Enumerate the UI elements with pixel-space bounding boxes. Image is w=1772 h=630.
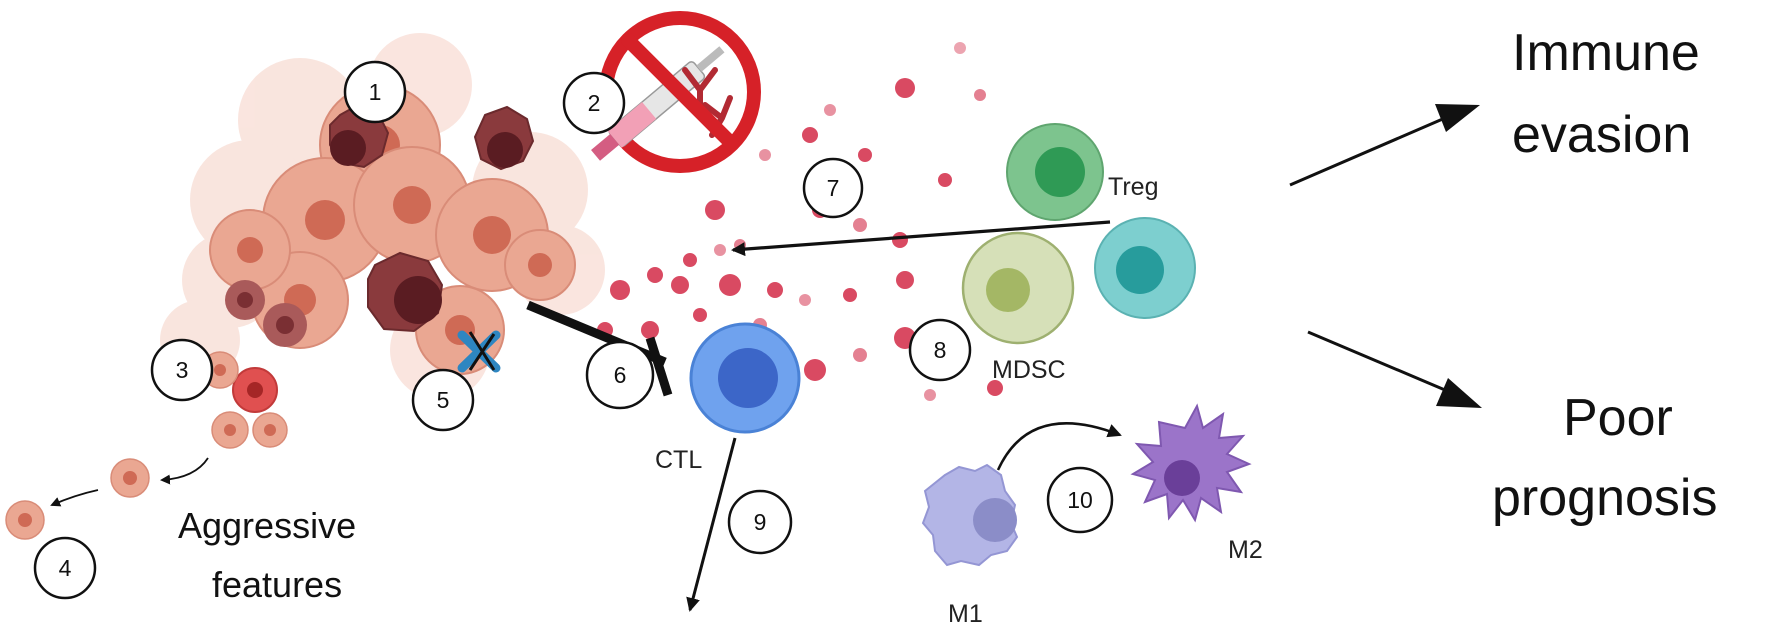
treg-label: Treg — [1108, 173, 1158, 201]
inhibition-bar — [645, 336, 673, 397]
suppression-arrow — [731, 220, 1111, 257]
step-number-3: 3 — [176, 357, 189, 383]
ctl-arrow — [686, 437, 737, 612]
immune-evasion-arrow — [1289, 104, 1480, 187]
dark-tumor-cells — [225, 103, 535, 347]
aggressive-features-line2: features — [212, 564, 342, 605]
step-number-2: 2 — [588, 90, 601, 116]
step-number-7: 7 — [827, 175, 840, 201]
step-marker-8: 8 — [908, 318, 972, 382]
mdsc-label: MDSC — [992, 356, 1066, 384]
m1-label: M1 — [948, 600, 983, 628]
step-marker-3: 3 — [150, 338, 214, 402]
poor-prognosis-line1: Poor — [1563, 389, 1673, 447]
poor-prognosis-line2: prognosis — [1492, 469, 1717, 527]
step-marker-10: 10 — [1046, 466, 1114, 534]
step-marker-5: 5 — [411, 368, 475, 432]
poor-prognosis-arrow — [1307, 330, 1482, 408]
aggressive-features-line1: Aggressive — [178, 505, 356, 546]
step-number-8: 8 — [934, 337, 947, 363]
immune-evasion-line2: evasion — [1512, 106, 1691, 164]
step-number-10: 10 — [1067, 487, 1093, 513]
step-marker-9: 9 — [727, 489, 793, 555]
m1-macrophage — [921, 463, 1019, 567]
tumor-mass — [5, 33, 605, 540]
step-marker-4: 4 — [33, 536, 97, 600]
step-marker-7: 7 — [802, 157, 864, 219]
mdsc-cell — [961, 231, 1075, 345]
migration-arrow-2 — [50, 489, 99, 507]
step-number-4: 4 — [59, 555, 72, 581]
m2-macrophage — [1130, 403, 1252, 523]
step-number-9: 9 — [754, 509, 767, 535]
step-marker-1: 1 — [343, 60, 407, 124]
ctl-cell — [689, 322, 801, 434]
ctl-label: CTL — [655, 446, 702, 474]
treg-cell — [1006, 123, 1104, 221]
blocked-marker-icon — [457, 330, 501, 373]
migration-arrow-1 — [160, 457, 209, 485]
teal-immune-cell — [1094, 217, 1196, 319]
step-number-1: 1 — [369, 79, 382, 105]
cytokine-particles — [597, 42, 1007, 401]
step-number-5: 5 — [437, 387, 450, 413]
m2-label: M2 — [1228, 536, 1263, 564]
immune-evasion-line1: Immune — [1512, 24, 1700, 82]
no-therapy-sign-icon — [591, 11, 761, 173]
step-marker-2: 2 — [562, 71, 626, 135]
polarization-arrow — [996, 422, 1122, 471]
step-marker-6: 6 — [585, 340, 655, 410]
step-number-6: 6 — [614, 362, 627, 388]
